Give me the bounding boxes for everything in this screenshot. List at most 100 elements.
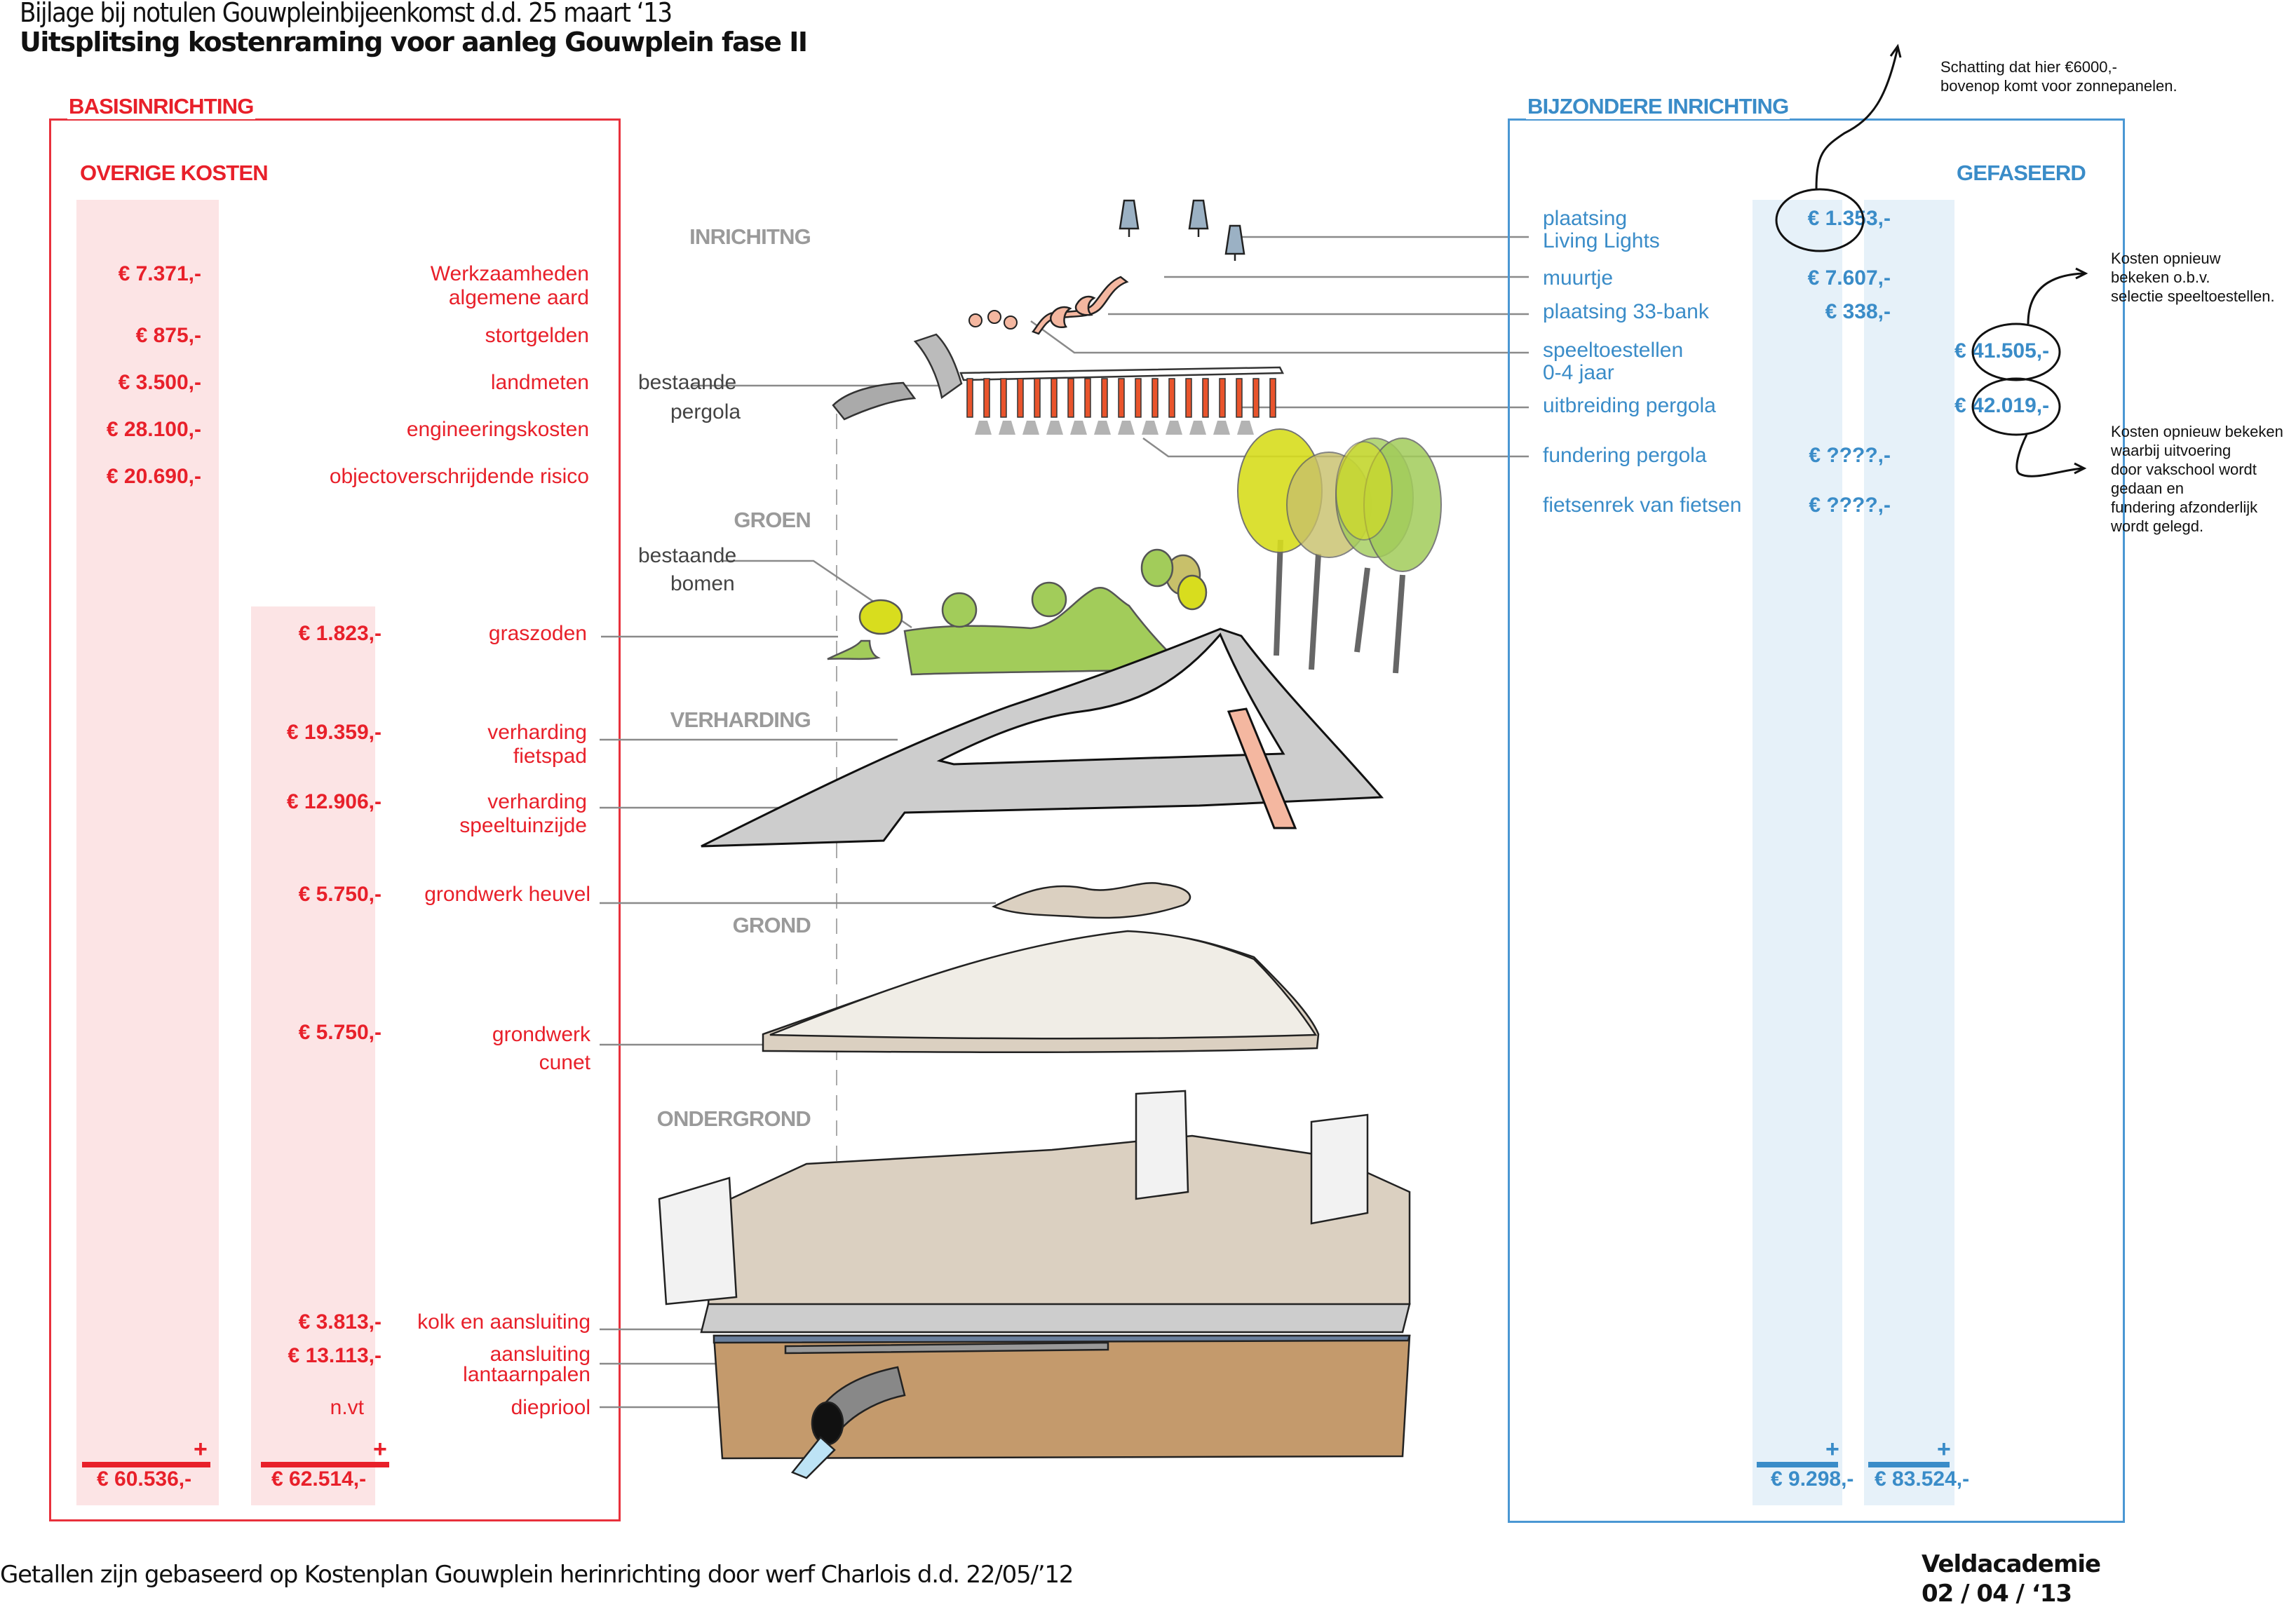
bijzonder-label: fundering pergola bbox=[1543, 444, 1707, 467]
cost-value: € 3.500,- bbox=[118, 371, 201, 394]
sum-line bbox=[1757, 1462, 1838, 1467]
bijzonder-value: € 1.353,- bbox=[1807, 207, 1891, 230]
footer-source-note: Getallen zijn gebaseerd op Kostenplan Go… bbox=[0, 1561, 1074, 1589]
circle-living-lights bbox=[1775, 188, 1865, 252]
gefaseerd-value: € 41.505,- bbox=[1954, 339, 2050, 362]
note-line: gedaan en bbox=[2111, 480, 2184, 497]
note-line: selectie speeltoestellen. bbox=[2111, 287, 2275, 305]
note-line: Schatting dat hier €6000,- bbox=[1940, 58, 2117, 76]
grondwerk-heuvel-drawing bbox=[991, 882, 1191, 919]
cost-label: diepriool bbox=[511, 1396, 590, 1419]
speeltoestellen-drawing bbox=[968, 310, 1018, 330]
bijzonder-value: € ????,- bbox=[1809, 444, 1891, 467]
cost-label-line: aansluiting bbox=[489, 1343, 590, 1366]
verharding-layer-drawing bbox=[701, 628, 1384, 848]
bijzonder-value: € 338,- bbox=[1825, 300, 1891, 323]
cost-value: € 5.750,- bbox=[298, 1021, 381, 1044]
overige-kosten-column bbox=[76, 200, 219, 1505]
cost-value: € 12.906,- bbox=[286, 790, 381, 813]
aanleg-total: € 62.514,- bbox=[271, 1467, 367, 1491]
layer-label-grond: GROND bbox=[732, 913, 811, 937]
annotation-speeltoestellen: Kosten opnieuw bekeken o.b.v. selectie s… bbox=[2111, 249, 2275, 306]
trees-drawing bbox=[1237, 428, 1442, 674]
note-line: bovenop komt voor zonnepanelen. bbox=[1940, 77, 2177, 95]
cost-label-line: lantaarnpalen bbox=[463, 1363, 590, 1386]
cost-label: landmeten bbox=[490, 371, 589, 394]
cost-label-line: speeltuinzijde bbox=[459, 814, 587, 837]
circle-pergola bbox=[1971, 377, 2061, 436]
gefaseerd-cost-column bbox=[1864, 200, 1954, 1505]
basisinrichting-box bbox=[49, 118, 621, 1521]
cost-label-line: Werkzaamheden bbox=[430, 262, 589, 285]
note-line: waarbij uitvoering bbox=[2111, 442, 2231, 459]
sum-plus-sign: + bbox=[1937, 1436, 1951, 1463]
gefaseerd-title: GEFASEERD bbox=[1957, 161, 2086, 185]
note-line: door vakschool wordt bbox=[2111, 461, 2257, 478]
overige-kosten-title: OVERIGE KOSTEN bbox=[79, 161, 269, 186]
groen-layer-drawing bbox=[827, 548, 1208, 676]
cost-label-line: grondwerk bbox=[492, 1023, 590, 1046]
basisinrichting-title: BASISINRICHTING bbox=[67, 94, 255, 119]
cost-value: € 19.359,- bbox=[286, 721, 381, 744]
cost-label: Werkzaamheden algemene aard bbox=[431, 262, 589, 310]
cost-label-line: cunet bbox=[539, 1051, 590, 1074]
circle-speeltoestellen bbox=[1971, 323, 2061, 381]
cost-value: € 7.371,- bbox=[118, 262, 201, 285]
label-line: speeltoestellen bbox=[1543, 339, 1684, 362]
arrowhead bbox=[2074, 462, 2087, 475]
label-line: plaatsing bbox=[1543, 207, 1628, 230]
bijzonder-value: € 7.607,- bbox=[1807, 266, 1891, 290]
layer-label-groen: GROEN bbox=[734, 508, 811, 532]
note-line: fundering afzonderlijk bbox=[2111, 499, 2258, 516]
cost-value: € 5.750,- bbox=[298, 883, 381, 906]
muurtje-drawing bbox=[1031, 276, 1129, 335]
layer-label-inrichting: INRICHITNG bbox=[689, 224, 811, 249]
overige-total: € 60.536,- bbox=[97, 1467, 192, 1491]
label-line: bomen bbox=[670, 572, 735, 595]
cost-value: € 875,- bbox=[135, 324, 201, 347]
document-subtitle: Bijlage bij notulen Gouwpleinbijeenkomst… bbox=[20, 0, 673, 28]
label-line: Living Lights bbox=[1543, 229, 1660, 252]
cost-value: € 28.100,- bbox=[106, 418, 201, 441]
layer-label-verharding: VERHARDING bbox=[670, 707, 811, 732]
gefaseerd-total: € 83.524,- bbox=[1875, 1467, 1970, 1491]
sum-plus-sign: + bbox=[194, 1436, 208, 1463]
cost-label: aansluiting lantaarnpalen bbox=[463, 1344, 590, 1385]
cost-value: € 20.690,- bbox=[106, 465, 201, 488]
document-title: Uitsplitsing kostenraming voor aanleg Go… bbox=[20, 27, 808, 57]
label-line: bestaande bbox=[638, 544, 737, 567]
note-line: bekeken o.b.v. bbox=[2111, 269, 2210, 286]
cost-label: engineeringskosten bbox=[406, 418, 589, 441]
arrow-speeltoestellen bbox=[2027, 272, 2085, 325]
pergola-drawing bbox=[832, 333, 1285, 435]
living-lights-drawing bbox=[1119, 199, 1245, 261]
cost-label: objectoverschrijdende risico bbox=[329, 465, 589, 488]
bestaande-pergola-label: bestaande pergola bbox=[638, 368, 741, 427]
cost-label: kolk en aansluiting bbox=[417, 1310, 590, 1334]
document-date: 02 / 04 / ‘13 bbox=[1922, 1580, 2072, 1608]
sum-plus-sign: + bbox=[1825, 1436, 1839, 1463]
bijzonder-label: speeltoestellen 0-4 jaar bbox=[1543, 339, 1683, 384]
sum-plus-sign: + bbox=[373, 1436, 387, 1463]
bijzonder-value: € ????,- bbox=[1809, 494, 1891, 517]
cost-label: stortgelden bbox=[485, 324, 589, 347]
arrow-zonnepanelen bbox=[1815, 47, 1899, 190]
footer-branding: Veldacademie 02 / 04 / ‘13 bbox=[1922, 1549, 2101, 1608]
cost-label-line: fietspad bbox=[513, 745, 587, 768]
bijzonder-label: fietsenrek van fietsen bbox=[1543, 494, 1742, 517]
label-line: bestaande bbox=[638, 371, 737, 394]
bijzonder-label: plaatsing 33-bank bbox=[1543, 300, 1709, 323]
annotation-zonnepanelen: Schatting dat hier €6000,- bovenop komt … bbox=[1940, 57, 2177, 95]
note-line: wordt gelegd. bbox=[2111, 517, 2204, 535]
cost-value: € 13.113,- bbox=[288, 1344, 381, 1367]
bijzonder-cost-column bbox=[1753, 200, 1842, 1505]
organization-name: Veldacademie bbox=[1922, 1550, 2101, 1578]
cost-label-line: algemene aard bbox=[448, 286, 589, 309]
note-line: Kosten opnieuw bbox=[2111, 250, 2221, 267]
cost-label: grondwerk heuvel bbox=[424, 883, 590, 906]
bijzondere-inrichting-box bbox=[1508, 118, 2125, 1523]
bijzonder-label: muurtje bbox=[1543, 266, 1614, 290]
cost-label-line: verharding bbox=[487, 790, 587, 813]
